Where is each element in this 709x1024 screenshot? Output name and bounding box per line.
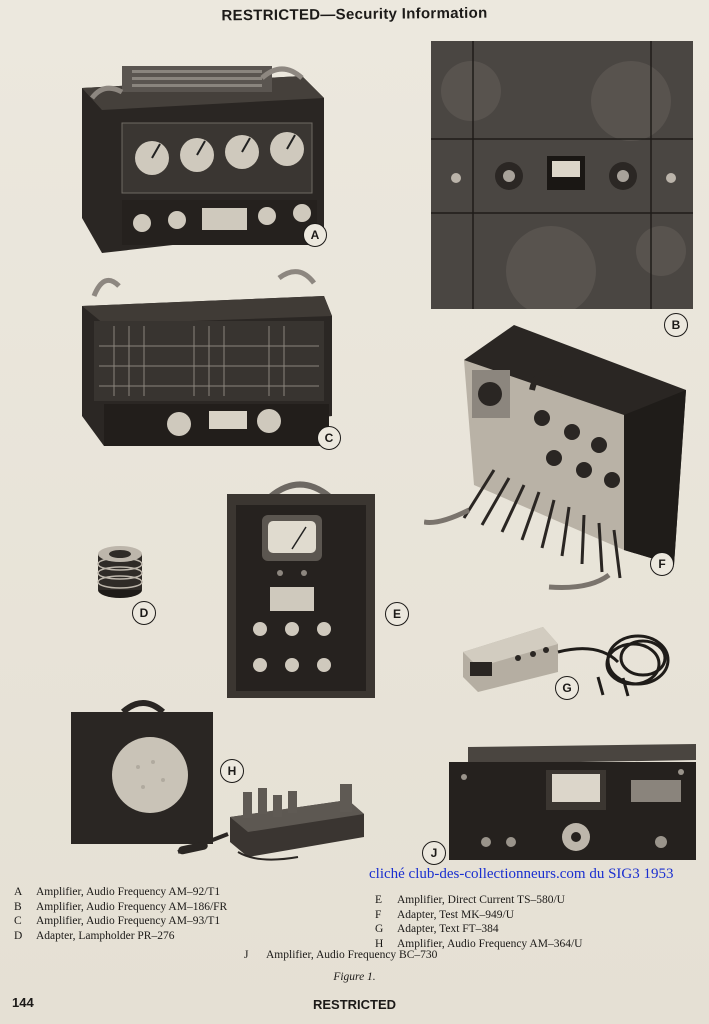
photo-amplifier-e [222, 479, 377, 699]
photo-amplifier-b [431, 41, 693, 309]
photo-adapter-d [94, 540, 146, 600]
figure-label-a: A [303, 223, 327, 247]
figure-label-j: J [422, 841, 446, 865]
photo-amplifier-c [74, 266, 336, 454]
figure-label-f: F [650, 552, 674, 576]
photo-amplifier-h [68, 692, 368, 862]
photo-amplifier-j [446, 742, 696, 862]
photo-credit: cliché club-des-collectionneurs.com du S… [369, 866, 674, 882]
figure-label-h: H [220, 759, 244, 783]
figure-label-e: E [385, 602, 409, 626]
figure-label-c: C [317, 426, 341, 450]
page-number: 144 [12, 995, 34, 1010]
page-footer: RESTRICTED [312, 997, 397, 1012]
figure-label-b: B [664, 313, 688, 337]
photo-adapter-f [424, 320, 686, 598]
figure-caption: Figure 1. [333, 971, 376, 983]
photo-amplifier-a [62, 58, 332, 258]
page-header: RESTRICTED—Security Information [221, 4, 488, 25]
figure-label-g: G [555, 676, 579, 700]
photo-adapter-g [458, 622, 674, 698]
figure-label-d: D [132, 601, 156, 625]
